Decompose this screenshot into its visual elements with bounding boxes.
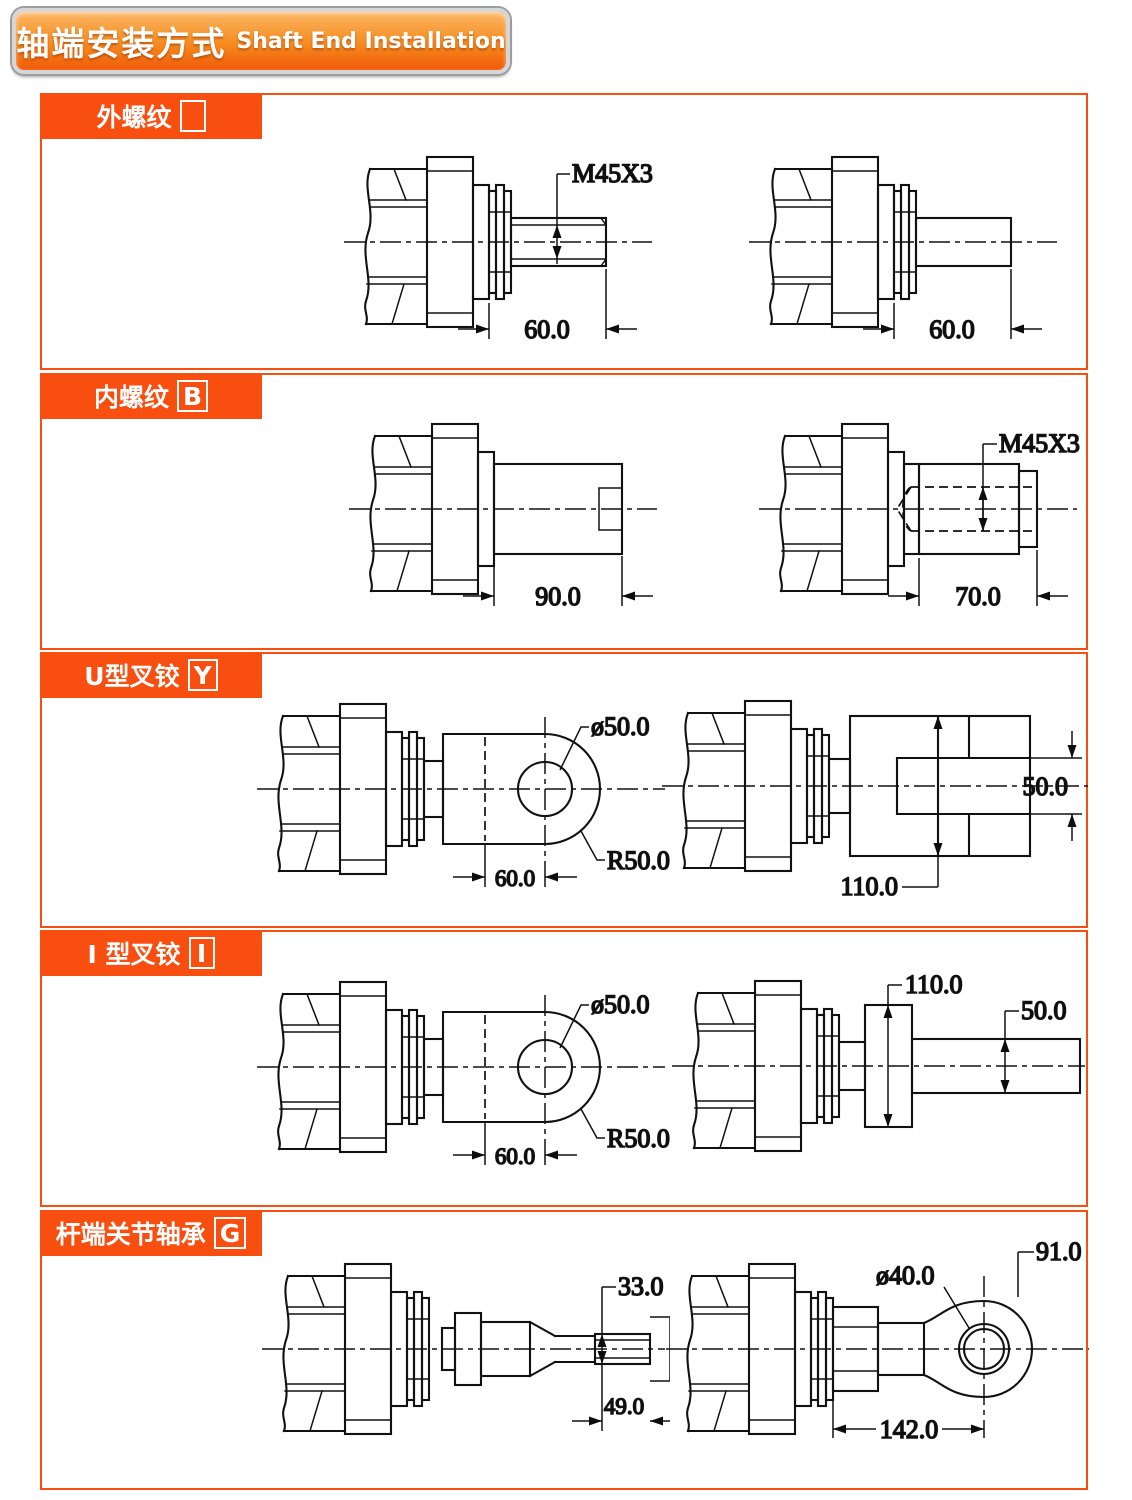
page-title-zh: 轴端安装方式 (16, 24, 227, 63)
thread-label: M45X3 (999, 429, 1080, 458)
section-internal-thread: 内螺纹 B 90.0 (40, 373, 1088, 650)
width-dimension: 33.0 (597, 1271, 664, 1431)
section-title: I 型叉铰 (87, 940, 181, 969)
drawing-eye-end-side: ø50.0 R50.0 60.0 (257, 980, 671, 1170)
length-dimension: 60.0 (863, 269, 1042, 345)
section-header: U型叉铰 Y (40, 652, 262, 698)
length-label: 49.0 (604, 1394, 644, 1419)
bore-callout: ø40.0 (875, 1260, 970, 1329)
cylinder-body (686, 1262, 835, 1436)
head-width-callout: 91.0 (1017, 1236, 1082, 1297)
fork-body (827, 714, 1032, 858)
threaded-socket (902, 462, 1039, 556)
bore-callout: ø50.0 (559, 989, 650, 1049)
radius-callout: R50.0 (580, 1108, 671, 1154)
section-title: 外螺纹 (96, 103, 172, 132)
section-u-type-clevis: U型叉铰 Y ø50.0 R50.0 60.0 (40, 652, 1088, 928)
offset-label: 60.0 (495, 866, 535, 891)
tapered-rod (440, 1311, 652, 1387)
section-code-box (179, 100, 206, 132)
drawing-plain-shaft-side: 60.0 (749, 155, 1057, 345)
blade-width-label: 50.0 (1021, 996, 1067, 1025)
section-rod-end-bearing: 杆端关节轴承 G 33.0 49.0 (40, 1210, 1089, 1490)
cylinder-body (769, 155, 918, 329)
offset-dimension: 60.0 (453, 1123, 577, 1170)
section-code-box: B (176, 380, 209, 412)
fork-width-dimension: 110.0 (840, 716, 943, 902)
section-header: 外螺纹 (40, 93, 262, 139)
drawing-external-thread-side: M45X3 60.0 (344, 155, 654, 345)
slot-width-label: 50.0 (1023, 772, 1069, 801)
drawing-clevis-fork-top: 110.0 50.0 (662, 699, 1088, 902)
cylinder-body (277, 702, 426, 876)
offset-label: 60.0 (495, 1144, 535, 1169)
head-width-label: 91.0 (1036, 1237, 1082, 1266)
section-code-box: I (188, 937, 215, 969)
threaded-rod (509, 216, 608, 268)
plain-rod (914, 216, 1013, 268)
bore-label: ø50.0 (591, 712, 650, 741)
length-dimension: 49.0 (572, 1393, 670, 1426)
depth-dimension: 70.0 (888, 550, 1068, 612)
page-title-banner: 轴端安装方式 Shaft End Installation (12, 8, 510, 74)
plate-width-label: 110.0 (905, 970, 963, 999)
radius-label: R50.0 (607, 846, 670, 875)
cylinder-body (692, 979, 841, 1153)
section-external-thread: 外螺纹 M45X3 60.0 (40, 93, 1088, 370)
cylinder-body (779, 422, 906, 596)
cylinder-body (682, 699, 831, 873)
slot-width-dimension: 50.0 (1022, 731, 1082, 841)
cylinder-body (282, 1262, 431, 1436)
drawing-clevis-eye-side: ø50.0 R50.0 60.0 (257, 702, 671, 892)
section-i-type-clevis: I 型叉铰 I ø50.0 R50.0 60.0 (40, 930, 1088, 1207)
section-title: 杆端关节轴承 (55, 1220, 206, 1249)
plate-width-dimension: 110.0 (883, 969, 963, 1127)
mating-bracket (650, 1316, 670, 1382)
section-code-box: Y (187, 659, 218, 691)
drawing-blade-side: 110.0 50.0 (672, 969, 1085, 1153)
depth-label: 70.0 (955, 582, 1001, 611)
length-label: 60.0 (524, 315, 570, 344)
section-header: 内螺纹 B (40, 373, 262, 419)
thread-callout: M45X3 (552, 158, 654, 264)
section-title: 内螺纹 (93, 383, 169, 412)
radius-callout: R50.0 (580, 830, 671, 876)
cylinder-body (364, 155, 513, 329)
thread-callout: M45X3 (978, 428, 1081, 531)
length-dimension: 142.0 (832, 1394, 985, 1445)
fork-width-label: 110.0 (840, 872, 898, 901)
radius-label: R50.0 (607, 1124, 670, 1153)
drawing-socket-side: 90.0 (349, 422, 657, 612)
thread-label: M45X3 (572, 159, 653, 188)
bore-label: ø40.0 (876, 1261, 935, 1290)
length-dimension: 60.0 (458, 269, 637, 345)
section-header: 杆端关节轴承 G (40, 1210, 262, 1256)
depth-label: 90.0 (535, 582, 581, 611)
length-label: 60.0 (929, 315, 975, 344)
drawing-internal-thread-side: M45X3 70.0 (759, 422, 1081, 612)
width-label: 33.0 (618, 1272, 664, 1301)
blade-width-dimension: 50.0 (1000, 995, 1067, 1093)
drawing-rod-end-top: 33.0 49.0 (262, 1262, 670, 1436)
offset-dimension: 60.0 (453, 845, 577, 892)
length-label: 142.0 (880, 1415, 939, 1444)
section-header: I 型叉铰 I (40, 930, 262, 976)
drawing-rod-end-bearing-side: ø40.0 91.0 142.0 (666, 1236, 1089, 1445)
section-code-box: G (213, 1217, 247, 1249)
socket-block (492, 462, 624, 556)
section-title: U型叉铰 (84, 662, 180, 691)
page-title-en: Shaft End Installation (236, 28, 506, 54)
depth-dimension: 90.0 (463, 556, 653, 612)
bore-callout: ø50.0 (559, 711, 650, 771)
bore-label: ø50.0 (591, 990, 650, 1019)
